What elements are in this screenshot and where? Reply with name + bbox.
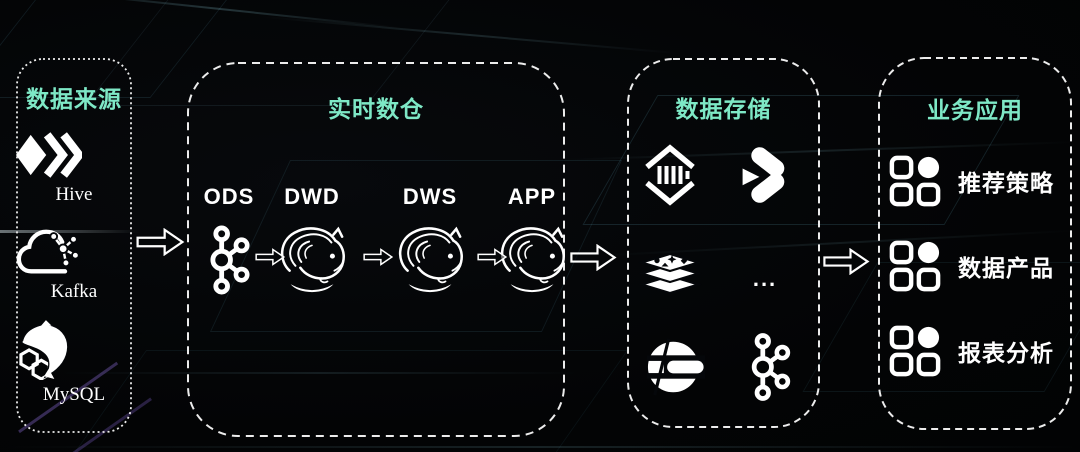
- app-item-data-product: 数据产品: [878, 239, 1072, 293]
- apps-grid-icon: [889, 155, 941, 207]
- ellipsis-text: ...: [752, 266, 778, 291]
- flink-icon: [280, 226, 345, 293]
- doris-icon: [742, 147, 785, 203]
- storage-cell-redis: [633, 238, 707, 312]
- elasticsearch-icon: [647, 338, 705, 396]
- flow-arrow-sources-to-warehouse: [134, 228, 186, 256]
- stage-label: DWS: [402, 184, 458, 209]
- stage-arrow: [477, 248, 507, 266]
- source-item-kafka: Kafka: [16, 228, 132, 303]
- dashed-border: [187, 62, 565, 437]
- flow-arrow-storage-to-applications: [821, 248, 871, 275]
- bg-streak: [0, 446, 1080, 448]
- stage-label: ODS: [203, 184, 255, 209]
- storage-cell-doris: [728, 138, 802, 212]
- source-label: Hive: [55, 184, 93, 205]
- redis-icon: [638, 252, 702, 295]
- section-title: 业务应用: [927, 97, 1023, 123]
- stage-dws: DWS: [388, 184, 472, 300]
- section-title: 数据来源: [26, 86, 122, 112]
- app-item-report-analysis: 报表分析: [878, 324, 1072, 378]
- mysql-dolphin-icon: [19, 320, 69, 380]
- kafka-cloud-icon: [16, 229, 80, 274]
- storage-cell-kafka: [733, 330, 807, 404]
- source-item-mysql: MySQL: [16, 320, 132, 406]
- app-label: 数据产品: [958, 255, 1054, 281]
- stage-ods: ODS: [187, 184, 271, 300]
- source-item-hive: Hive: [16, 130, 132, 206]
- source-label: Kafka: [50, 281, 98, 302]
- storage-cell-more: ...: [728, 242, 802, 316]
- flow-arrow-warehouse-to-storage: [569, 244, 617, 271]
- dashed-border: [878, 57, 1072, 430]
- apps-grid-icon: [889, 240, 941, 292]
- section-realtime-warehouse: 实时数仓 ODS: [187, 62, 565, 437]
- stage-label: DWD: [284, 184, 340, 209]
- flink-icon: [398, 226, 463, 293]
- bg-streak: [40, 0, 400, 29]
- stage-arrow: [255, 248, 285, 266]
- section-data-storage: 数据存储: [627, 58, 820, 428]
- stage-arrow: [363, 248, 393, 266]
- flink-icon: [500, 226, 565, 293]
- dashed-border: [627, 58, 820, 428]
- section-business-applications: 业务应用 推荐策略 数据产品: [878, 57, 1072, 430]
- apps-grid-icon: [889, 325, 941, 377]
- kafka-icon: [751, 333, 791, 401]
- section-title: 实时数仓: [328, 96, 424, 122]
- stage-label: APP: [507, 184, 557, 209]
- app-label: 报表分析: [958, 340, 1054, 366]
- section-title: 数据存储: [675, 96, 772, 122]
- app-item-recommendation: 推荐策略: [878, 154, 1072, 208]
- clickhouse-icon: [645, 144, 695, 206]
- section-data-sources: 数据来源 Hive Kafka: [16, 58, 132, 433]
- hive-icon: [16, 132, 82, 178]
- dashed-border: [16, 58, 132, 433]
- app-label: 推荐策略: [958, 170, 1054, 196]
- kafka-icon: [210, 225, 250, 295]
- storage-cell-clickhouse: [633, 138, 707, 212]
- stage-dwd: DWD: [270, 184, 354, 300]
- storage-cell-elasticsearch: [639, 330, 713, 404]
- stage-app: APP: [490, 184, 574, 300]
- bg-streak: [260, 15, 680, 55]
- source-label: MySQL: [42, 384, 106, 405]
